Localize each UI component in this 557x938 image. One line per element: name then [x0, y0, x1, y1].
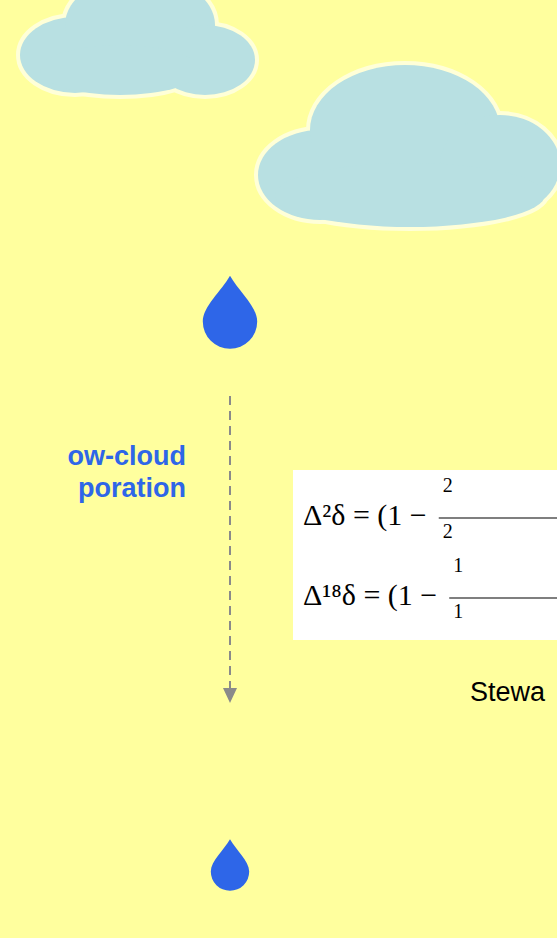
- rain-drop: [211, 839, 249, 891]
- fraction-term: 2: [443, 474, 453, 497]
- equation-box: Δ²δ = (1 − 2 2Δ¹⁸δ = (1 − 1 1: [293, 470, 557, 640]
- fraction-bar: [449, 597, 557, 598]
- rain-drop: [203, 276, 257, 349]
- arrow-head: [223, 688, 237, 703]
- process-label: ow-cloud poration: [0, 440, 186, 505]
- cloud: [258, 65, 557, 227]
- fraction-bar: [439, 517, 557, 518]
- fraction-term: 1: [453, 554, 463, 577]
- equation: Δ²δ = (1 −: [303, 498, 427, 532]
- cloud: [20, 0, 255, 95]
- fraction-term: 1: [453, 600, 463, 623]
- fraction-bars: [293, 470, 557, 640]
- fraction-term: 2: [443, 520, 453, 543]
- fall-path: [229, 396, 231, 688]
- equation: Δ¹⁸δ = (1 −: [303, 578, 437, 612]
- citation: Stewa: [470, 676, 556, 708]
